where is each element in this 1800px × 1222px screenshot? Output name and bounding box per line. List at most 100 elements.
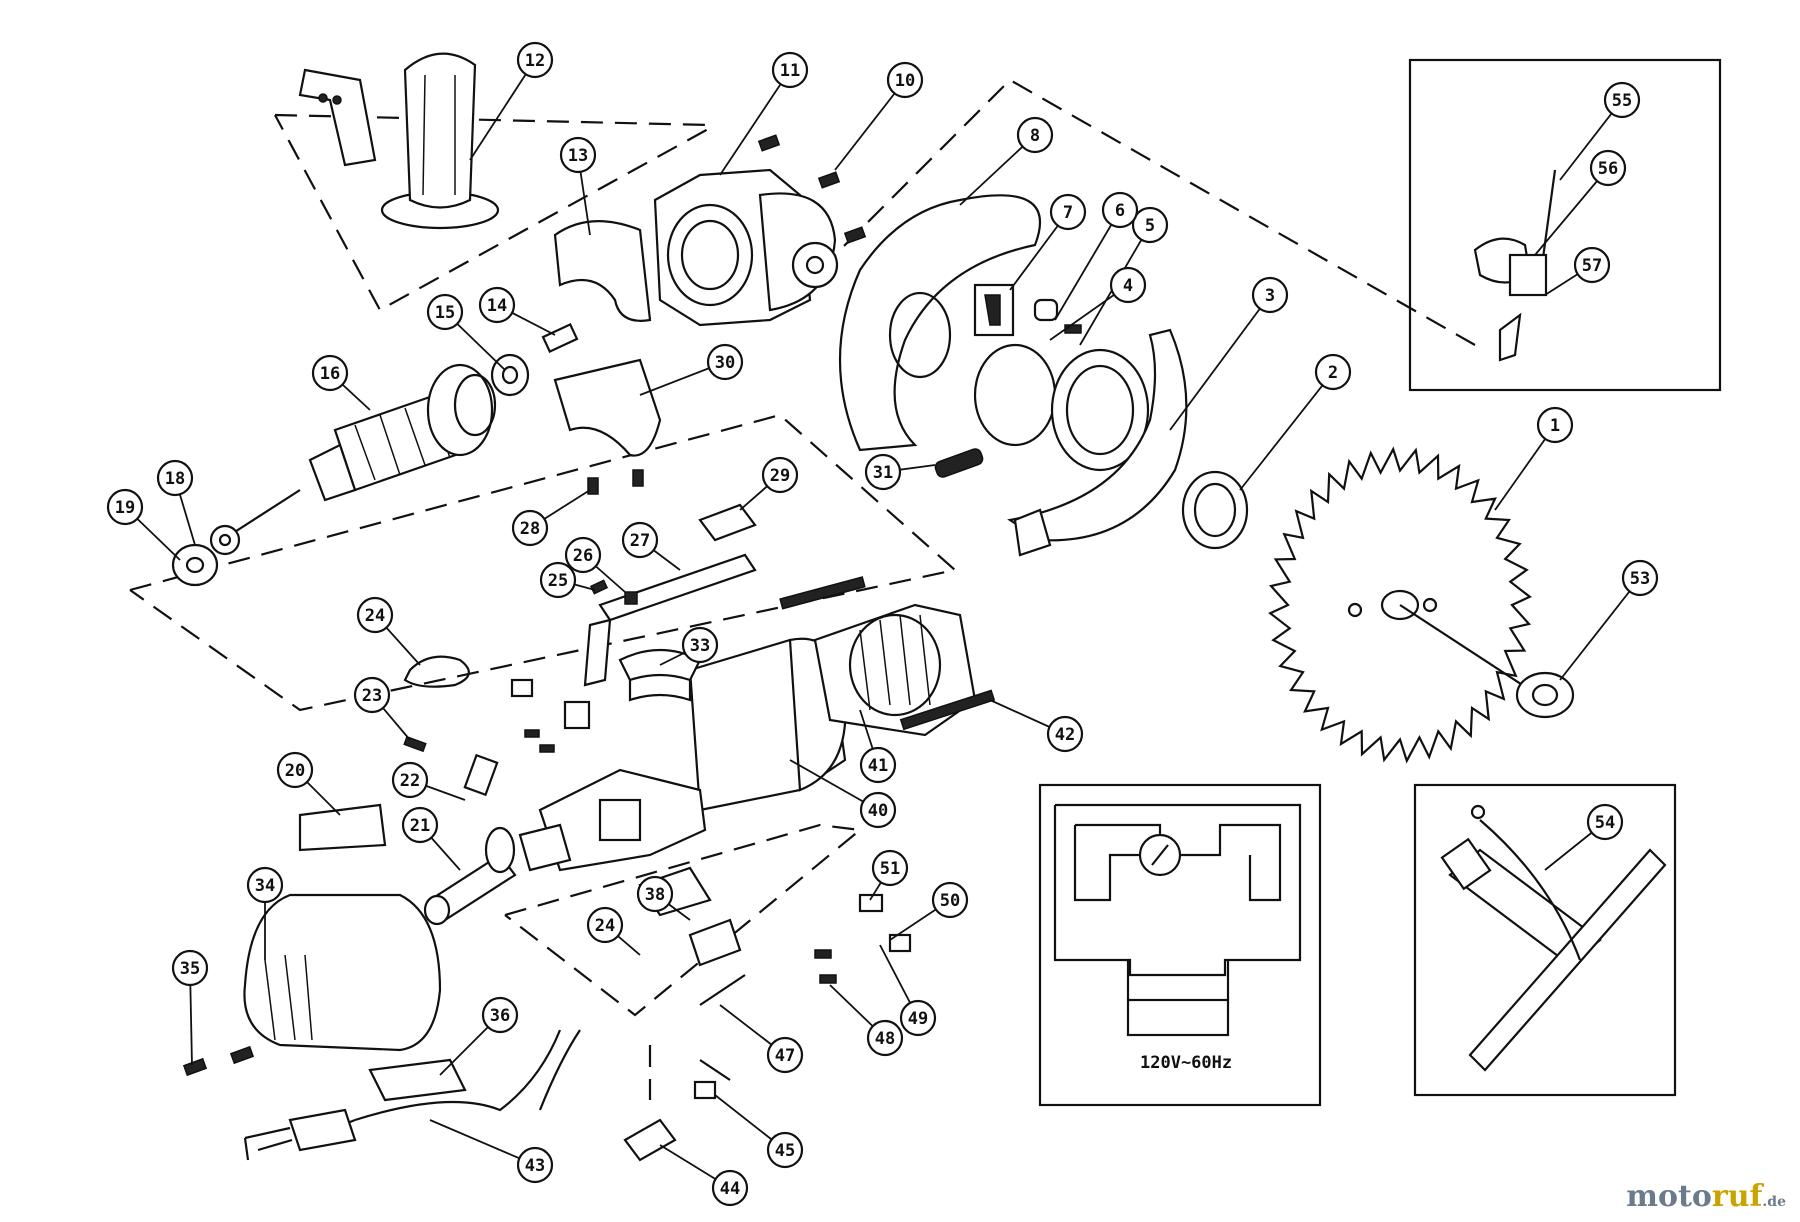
leader-line-3 — [1169, 294, 1271, 431]
callout-circle — [1589, 149, 1627, 187]
callout-circle — [636, 875, 674, 913]
callout-4: 4 — [1109, 266, 1147, 304]
upper-guard-part — [838, 194, 1082, 452]
small-parts — [623, 893, 912, 1162]
callout-circle — [1131, 206, 1169, 244]
callout-circle — [106, 488, 144, 526]
callout-30: 30 — [706, 343, 744, 381]
callout-label: 5 — [1145, 216, 1155, 236]
callout-1: 1 — [1536, 406, 1574, 444]
callout-label: 26 — [573, 546, 593, 566]
callout-circle — [866, 1019, 904, 1057]
callout-23: 23 — [353, 676, 391, 714]
callout-56: 56 — [1589, 149, 1627, 187]
callout-24a: 24 — [356, 596, 394, 634]
callout-18: 18 — [156, 459, 194, 497]
callout-circle — [766, 1036, 804, 1074]
callout-label: 34 — [255, 876, 275, 896]
callout-35: 35 — [171, 949, 209, 987]
callout-circle — [711, 1169, 749, 1207]
wiring-diagram: 120V~60Hz — [1053, 803, 1302, 1073]
callout-label: 35 — [180, 959, 200, 979]
callout-circle — [564, 536, 602, 574]
callout-19: 19 — [106, 488, 144, 526]
callout-42: 42 — [1046, 715, 1084, 753]
callout-circle — [156, 459, 194, 497]
wiring-diagram-box — [1038, 783, 1322, 1107]
callout-label: 27 — [630, 531, 650, 551]
callout-20: 20 — [276, 751, 314, 789]
callout-label: 40 — [868, 801, 888, 821]
callout-5: 5 — [1131, 206, 1169, 244]
power-cord-part — [243, 1029, 581, 1161]
callout-41: 41 — [859, 746, 897, 784]
callout-label: 45 — [775, 1141, 795, 1161]
spindle-lock-detail — [1473, 169, 1557, 362]
callout-38: 38 — [636, 875, 674, 913]
motor-parts-group-outline — [504, 823, 863, 1017]
callout-label: 8 — [1030, 126, 1040, 146]
callout-circle — [246, 866, 284, 904]
callout-label: 19 — [115, 498, 135, 518]
callout-label: 44 — [720, 1179, 740, 1199]
callout-10: 10 — [886, 61, 924, 99]
lower-guard-part — [934, 328, 1188, 557]
callout-circle — [171, 949, 209, 987]
callout-28: 28 — [511, 509, 549, 547]
callout-label: 28 — [520, 519, 540, 539]
leader-line-43 — [429, 1119, 536, 1166]
callout-36: 36 — [481, 996, 519, 1034]
callout-label: 24 — [365, 606, 385, 626]
callout-circle — [559, 136, 597, 174]
guard-group-outline — [819, 78, 1476, 346]
handle-part — [298, 52, 500, 230]
callout-2: 2 — [1314, 353, 1352, 391]
gear-housing-part — [653, 134, 867, 327]
wrench-detail — [1440, 804, 1667, 1072]
callout-circle — [1536, 406, 1574, 444]
callout-7: 7 — [1049, 193, 1087, 231]
callout-8: 8 — [1016, 116, 1054, 154]
callout-44: 44 — [711, 1169, 749, 1207]
callout-21: 21 — [401, 806, 439, 844]
callout-14: 14 — [478, 286, 516, 324]
callout-11: 11 — [771, 51, 809, 89]
leader-line-12 — [469, 59, 536, 161]
callout-label: 13 — [568, 146, 588, 166]
callout-label: 4 — [1123, 276, 1133, 296]
callout-circle — [586, 906, 624, 944]
callout-22: 22 — [391, 761, 429, 799]
leader-line-6 — [1054, 209, 1121, 321]
callout-label: 1 — [1550, 416, 1560, 436]
lock-detail-box — [1408, 58, 1722, 392]
callout-circle — [356, 596, 394, 634]
callout-34: 34 — [246, 866, 284, 904]
callout-label: 50 — [940, 891, 960, 911]
leader-line-10 — [834, 79, 906, 171]
callout-circle — [1251, 276, 1289, 314]
callout-circle — [426, 293, 464, 331]
watermark-part2: ruf — [1711, 1179, 1763, 1214]
leader-line-11 — [719, 69, 791, 176]
callout-24b: 24 — [586, 906, 624, 944]
callout-circle — [1314, 353, 1352, 391]
callout-label: 47 — [775, 1046, 795, 1066]
callout-circle — [1603, 81, 1641, 119]
callout-label: 16 — [320, 364, 340, 384]
callout-29: 29 — [761, 456, 799, 494]
callout-circle — [1109, 266, 1147, 304]
callout-circle — [761, 456, 799, 494]
callout-circle — [1621, 559, 1659, 597]
callout-31: 31 — [864, 453, 902, 491]
callout-circle — [621, 521, 659, 559]
callout-markers: 1234567810111213141516181920212223242425… — [106, 41, 1659, 1207]
callout-circle — [481, 996, 519, 1034]
callout-label: 56 — [1598, 159, 1618, 179]
callout-26: 26 — [564, 536, 602, 574]
callout-27: 27 — [621, 521, 659, 559]
callout-16: 16 — [311, 354, 349, 392]
callout-label: 14 — [487, 296, 507, 316]
callout-label: 21 — [410, 816, 430, 836]
callout-label: 25 — [548, 571, 568, 591]
